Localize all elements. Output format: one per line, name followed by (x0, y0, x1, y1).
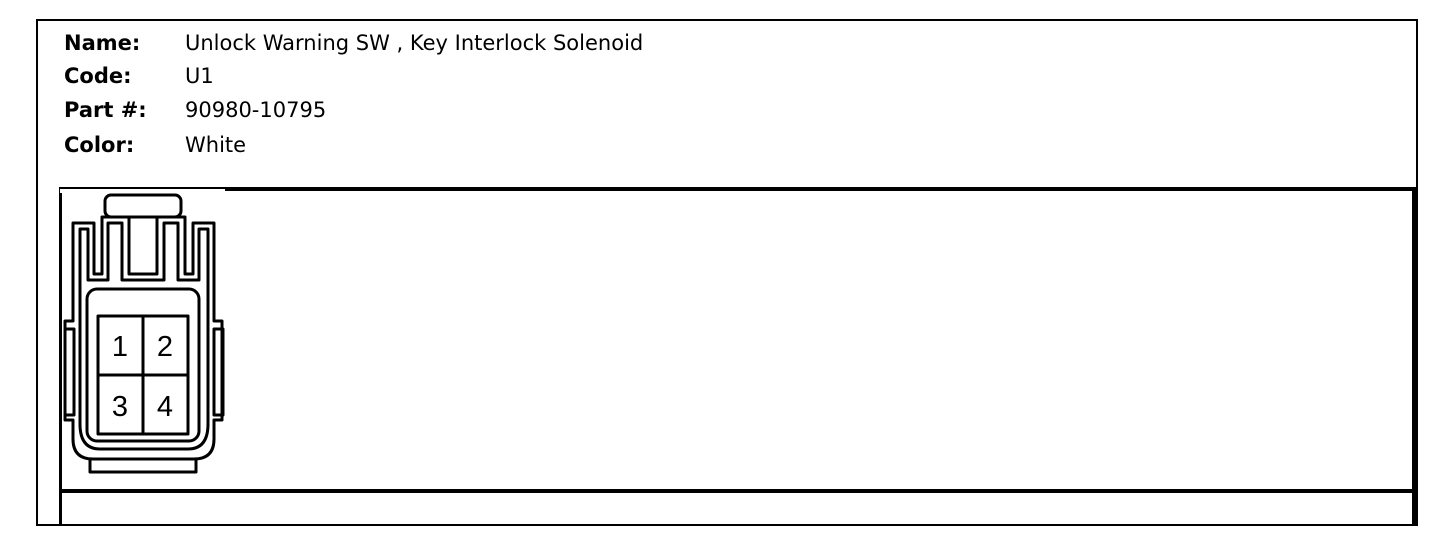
color-label: Color: (64, 133, 135, 157)
connector-info-frame (36, 19, 1418, 526)
code-label: Code: (64, 64, 132, 88)
name-label: Name: (64, 31, 141, 55)
bottom-foot (88, 459, 198, 474)
part-number-label: Part #: (64, 98, 147, 122)
connector-diagram-panel (59, 187, 1416, 493)
color-value: White (185, 133, 247, 157)
latch-tab (103, 193, 183, 219)
part-number-value: 90980-10795 (185, 98, 327, 122)
housing-outer (63, 215, 224, 461)
connector-face-diagram: 1 2 3 4 (60, 189, 225, 474)
housing-inner (78, 221, 210, 451)
name-value: Unlock Warning SW , Key Interlock Soleno… (185, 31, 644, 55)
bottom-strip (59, 491, 1416, 526)
pin-2-label: 2 (157, 331, 173, 363)
pin-4-label: 4 (157, 391, 173, 423)
code-value: U1 (185, 64, 214, 88)
border-gap (60, 189, 225, 193)
cavity-frame (85, 287, 201, 443)
left-lock-rib (63, 327, 76, 417)
pin-1-label: 1 (112, 331, 128, 363)
pin-3-label: 3 (112, 391, 128, 423)
connector-outline (63, 193, 225, 474)
right-lock-rib (212, 327, 225, 417)
